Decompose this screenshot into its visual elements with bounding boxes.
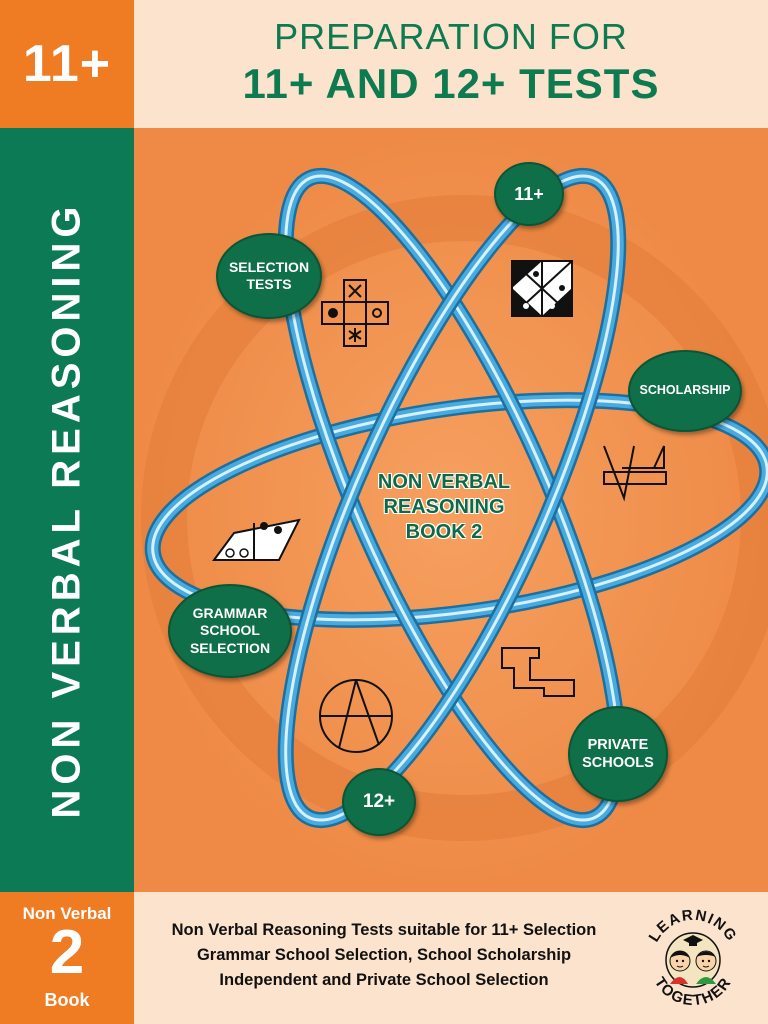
logo-child-left-icon — [669, 950, 691, 984]
header-subtitle: PREPARATION FOR — [274, 16, 628, 57]
header: PREPARATION FOR 11+ AND 12+ TESTS — [134, 0, 768, 128]
cover-artwork: 11+ SELECTION TESTS SCHOLARSHIP GRAMMAR … — [134, 128, 768, 892]
label-private-line2: SCHOOLS — [582, 755, 654, 771]
label-grammar-line2: SCHOOL — [200, 622, 260, 639]
orbit-horizontal — [144, 392, 768, 628]
label-grammar-school-selection: GRAMMAR SCHOOL SELECTION — [168, 584, 292, 678]
label-scholarship: SCHOLARSHIP — [628, 350, 742, 432]
label-grammar-line1: GRAMMAR — [192, 604, 268, 621]
logo-emblem — [665, 932, 721, 988]
label-selection-tests: SELECTION TESTS — [216, 233, 322, 319]
divided-square-figure — [511, 260, 573, 317]
label-12-plus: 12+ — [342, 768, 416, 836]
book-badge-word: Book — [44, 990, 90, 1010]
parallelogram-figure — [212, 518, 301, 561]
book-badge-number: 2 — [49, 918, 85, 987]
footer-line3: Independent and Private School Selection — [219, 970, 549, 989]
center-title-line2: REASONING — [383, 496, 505, 518]
orbit-right — [277, 167, 627, 829]
corner-badge-11-plus: 11+ — [0, 0, 134, 128]
triangle-figure — [603, 445, 667, 502]
label-selection-tests-line1: SELECTION — [228, 258, 310, 275]
logo-child-right-icon — [695, 950, 717, 984]
center-title-line3: BOOK 2 — [405, 521, 483, 543]
label-11-plus: 11+ — [494, 162, 564, 226]
center-title: NON VERBAL REASONING BOOK 2 — [324, 470, 564, 545]
footer: Non Verbal Reasoning Tests suitable for … — [134, 892, 768, 1024]
side-title: NON VERBAL REASONING — [44, 201, 89, 819]
divided-circle-figure — [319, 679, 393, 753]
header-title: 11+ AND 12+ TESTS — [242, 60, 660, 107]
book-badge-label: Non Verbal — [22, 904, 112, 923]
label-selection-tests-line2: TESTS — [246, 276, 292, 292]
label-grammar-line3: SELECTION — [189, 639, 271, 656]
footer-line1: Non Verbal Reasoning Tests suitable for … — [171, 921, 597, 939]
logo-mortarboard-icon — [683, 935, 703, 946]
cube-net-figure — [321, 279, 389, 347]
learning-together-logo: LEARNING TOGETHER — [646, 907, 739, 1010]
center-title-line1: NON VERBAL — [377, 471, 511, 493]
side-band: NON VERBAL REASONING — [0, 128, 134, 892]
orbit-left — [277, 167, 627, 829]
label-private-line1: PRIVATE — [587, 736, 649, 753]
footer-description: Non Verbal Reasoning Tests suitable for … — [134, 918, 634, 992]
label-private-schools: PRIVATE SCHOOLS — [568, 706, 668, 802]
orbit-diagram — [134, 128, 768, 892]
step-shape-figure — [501, 647, 575, 697]
book-badge: Non Verbal 2 Book — [0, 892, 134, 1024]
footer-line2: Grammar School Selection, School Scholar… — [196, 945, 572, 964]
